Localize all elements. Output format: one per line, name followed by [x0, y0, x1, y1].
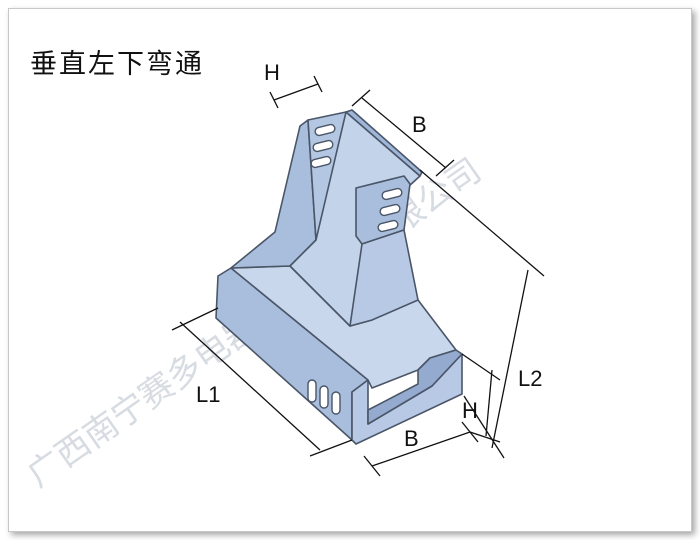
cable-tray-bend	[215, 109, 463, 445]
dim-b-bottom	[371, 431, 471, 467]
label-l1: L1	[196, 382, 220, 407]
dim-b-bottom-ext2	[461, 421, 479, 443]
slot-vertical-1	[314, 123, 336, 137]
label-b-bottom: B	[404, 426, 419, 451]
label-b-top: B	[412, 112, 427, 137]
slot-right-3	[377, 219, 399, 233]
right-lower-panel	[349, 229, 419, 327]
label-h-top: H	[264, 60, 280, 85]
slot-vertical-3	[310, 155, 332, 169]
label-h-right: H	[462, 398, 478, 423]
slot-bottom-2	[319, 385, 329, 409]
dim-b-top	[361, 97, 447, 169]
dim-b-top-ext2	[435, 159, 455, 177]
dim-l1-ext2	[309, 439, 353, 457]
dim-h-right-ext1	[461, 353, 501, 381]
vertical-left-wall	[230, 119, 317, 269]
bottom-tray-lip	[367, 349, 463, 425]
slot-vertical-2	[312, 139, 334, 153]
dim-l2-ext-top	[419, 169, 545, 277]
slot-right-1	[381, 187, 403, 201]
dim-l2	[491, 269, 529, 449]
dim-h-top-ext1	[269, 91, 279, 109]
dim-h-top-ext2	[313, 75, 323, 93]
dim-b-bottom-ext1	[363, 455, 381, 477]
dim-h-right	[485, 369, 493, 437]
dim-l1-ext1	[171, 307, 219, 331]
slot-bottom-1	[307, 379, 317, 403]
dim-h-top	[273, 83, 319, 101]
label-l2: L2	[518, 366, 542, 391]
dim-l2-ext-bottom	[463, 395, 505, 459]
slots	[307, 123, 403, 415]
dim-b-top-ext1	[351, 89, 371, 107]
diagram-title: 垂直左下弯通	[30, 49, 204, 80]
dim-l1	[179, 321, 321, 451]
dim-h-right-ext2	[469, 431, 501, 443]
slot-bottom-3	[331, 391, 341, 415]
dimension-lines	[171, 75, 545, 477]
slot-right-2	[379, 203, 401, 217]
